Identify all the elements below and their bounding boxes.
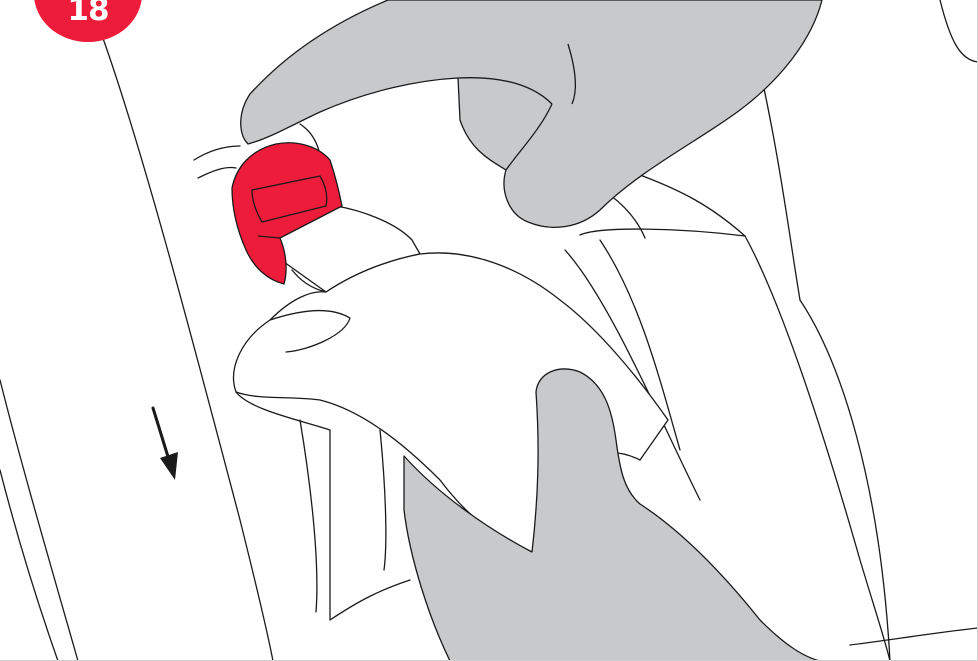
seat-panel-line	[745, 236, 890, 661]
buckle-tongue-lower-2	[300, 420, 317, 612]
downward-arrow-icon	[153, 408, 178, 480]
seat-panel-line	[760, 70, 800, 300]
seat-panel-line	[610, 195, 645, 238]
seat-edge-line-2	[0, 470, 58, 661]
buckle-detail-line	[194, 146, 240, 160]
seat-panel-line	[850, 628, 978, 645]
buckle-detail-line	[198, 167, 236, 178]
seat-panel-line	[800, 300, 890, 661]
seat-panel-line	[580, 229, 745, 236]
seat-edge-line	[0, 380, 78, 661]
seat-panel-line	[640, 175, 745, 236]
seat-panel-line	[940, 0, 978, 62]
step-number-label: 18	[67, 0, 108, 26]
buckle-tongue-lower-3	[380, 430, 386, 570]
